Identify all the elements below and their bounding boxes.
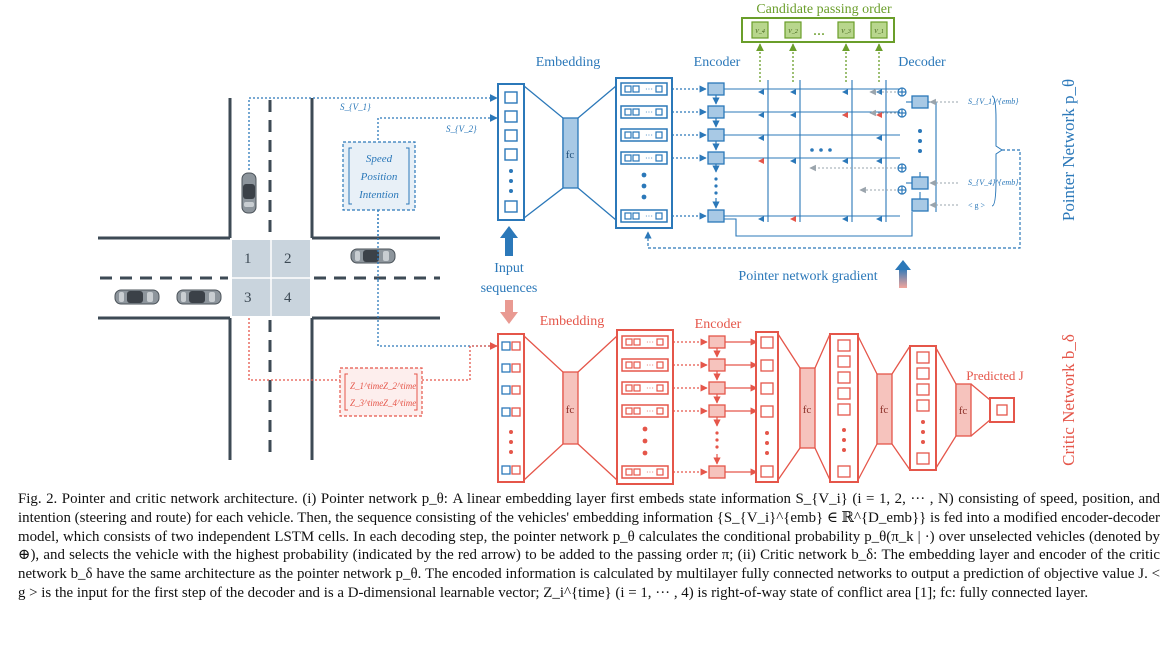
predicted-j-label: Predicted J xyxy=(966,368,1023,383)
input-down-arrow-icon xyxy=(505,300,513,314)
state-speed: Speed xyxy=(366,153,393,165)
critic-network-title: Critic Network b_δ xyxy=(1059,334,1078,466)
vehicle-north-icon xyxy=(241,172,257,214)
critic-fc2-label: fc xyxy=(803,404,812,416)
candidate-v1: V_1 xyxy=(874,29,884,35)
zone-1: 1 xyxy=(244,251,252,267)
state-intention: Intention xyxy=(358,189,399,201)
pointer-encoder-label: Encoder xyxy=(694,55,741,70)
pointer-network-title: Pointer Network p_θ xyxy=(1059,79,1078,221)
pointer-embedding-label: Embedding xyxy=(536,55,601,70)
critic-network: Embedding Encoder fc xyxy=(497,314,1078,485)
attention-arrows xyxy=(758,89,882,222)
pointer-network: Embedding Encoder Decoder fc xyxy=(497,2,1078,288)
critic-fc3-label: fc xyxy=(880,404,889,416)
critic-encoder-label: Encoder xyxy=(695,317,742,332)
figure-caption: Fig. 2. Pointer and critic network archi… xyxy=(18,490,1160,603)
candidate-order-label: Candidate passing order xyxy=(756,2,892,17)
critic-embedding-label: Embedding xyxy=(540,314,605,329)
candidate-v3: V_3 xyxy=(841,29,851,35)
decoder-input-s1: S_{V_1}^{emb} xyxy=(968,97,1019,106)
vehicle-west-2-icon xyxy=(176,289,222,305)
vehicle-east-icon xyxy=(350,248,396,264)
critic-fc-label: fc xyxy=(566,404,575,416)
z3-time: Z_3^time xyxy=(350,398,383,408)
predicted-output xyxy=(989,397,1015,423)
pointer-fc-label: fc xyxy=(566,149,575,161)
caption-text: Fig. 2. Pointer and critic network archi… xyxy=(18,491,1160,601)
architecture-diagram: ··· ··· 1 xyxy=(98,2,1078,485)
z2-time: Z_2^time xyxy=(383,381,416,391)
input-sequences-line2: sequences xyxy=(481,281,538,296)
decoder-input-s4: S_{V_4}^{emb} xyxy=(968,178,1019,187)
candidate-v4: V_4 xyxy=(755,28,765,35)
z1-time: Z_1^time xyxy=(350,381,383,391)
selected-red-arrows xyxy=(758,112,882,222)
gradient-label: Pointer network gradient xyxy=(738,269,877,284)
zone-2: 2 xyxy=(284,251,292,267)
intersection: 1 2 3 4 xyxy=(98,98,440,460)
gradient-arrow-icon xyxy=(899,268,907,288)
critic-fc4-label: fc xyxy=(959,405,968,417)
signal-s1-label: S_{V_1} xyxy=(340,102,371,112)
candidate-v2: V_2 xyxy=(788,29,798,35)
conflict-time-box: Z_1^time Z_2^time Z_3^time Z_4^time xyxy=(339,367,423,417)
pointer-input-column xyxy=(497,83,525,221)
signal-s2-label: S_{V_2} xyxy=(446,124,477,134)
state-position: Position xyxy=(360,171,398,183)
zone-4: 4 xyxy=(284,290,292,306)
candidate-ellipsis: ... xyxy=(813,22,825,39)
zone-3: 3 xyxy=(244,290,252,306)
decoder-input-g: < g > xyxy=(968,201,986,210)
input-up-arrow-icon xyxy=(505,236,513,256)
z4-time: Z_4^time xyxy=(383,398,416,408)
pointer-decoder-label: Decoder xyxy=(898,55,946,70)
input-sequences-line1: Input xyxy=(494,261,524,276)
state-info-box: Speed Position Intention xyxy=(342,141,416,211)
vehicle-west-1-icon xyxy=(114,289,160,305)
